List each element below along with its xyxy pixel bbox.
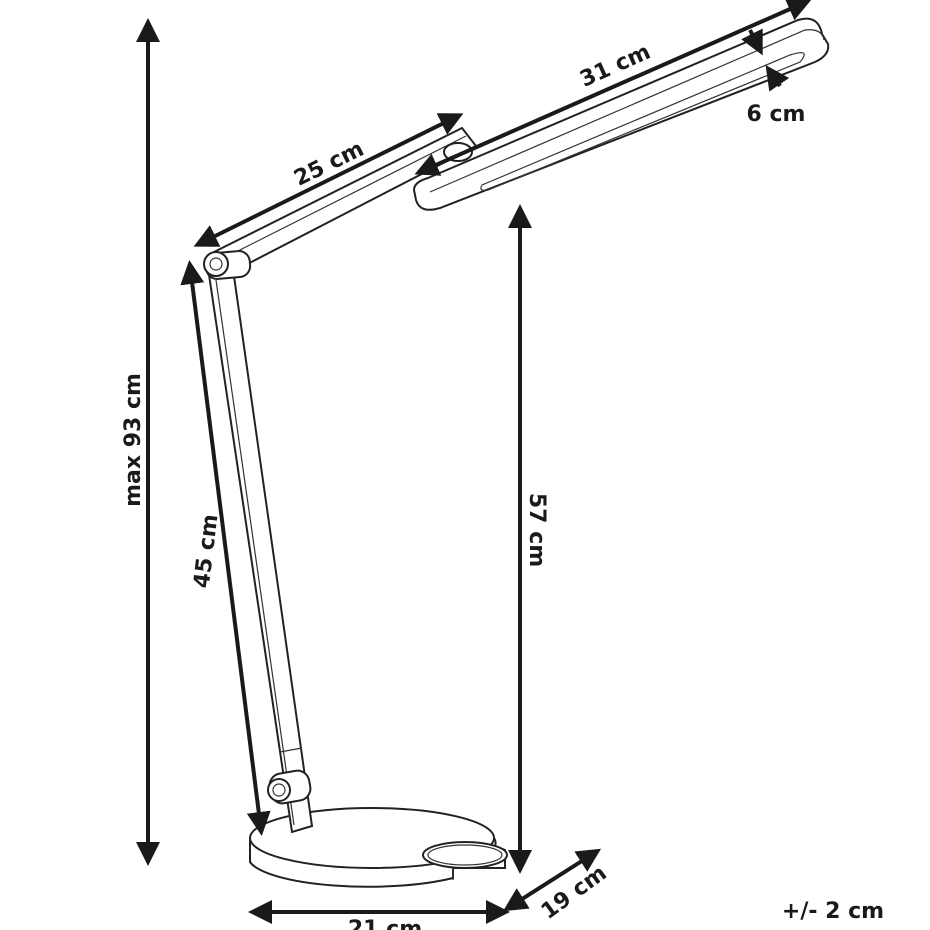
dimension-lines <box>136 0 812 924</box>
max-height-label: max 93 cm <box>121 373 146 507</box>
wireless-charger-pad <box>422 841 508 869</box>
lamp-base <box>249 807 508 888</box>
tolerance-label: +/- 2 cm <box>782 899 884 924</box>
head-height-label: 57 cm <box>524 493 549 567</box>
base-depth-arrow <box>502 848 602 912</box>
base-width-label: 21 cm <box>348 917 422 930</box>
head-width-label: 6 cm <box>747 102 806 127</box>
upper-joint <box>203 251 229 277</box>
lower-joint <box>267 778 291 802</box>
head-width-arrow-top <box>741 28 763 56</box>
dimension-labels: max 93 cm 25 cm 31 cm 6 cm 45 cm 57 cm 2… <box>121 40 884 930</box>
lower-arm-label: 45 cm <box>190 513 224 590</box>
base-depth-label: 19 cm <box>537 861 612 925</box>
lamp-drawing <box>203 17 830 888</box>
upper-arm-arrow <box>193 113 464 247</box>
head-width-arrow-bottom <box>765 65 790 92</box>
lower-arm-arrow <box>180 260 271 836</box>
